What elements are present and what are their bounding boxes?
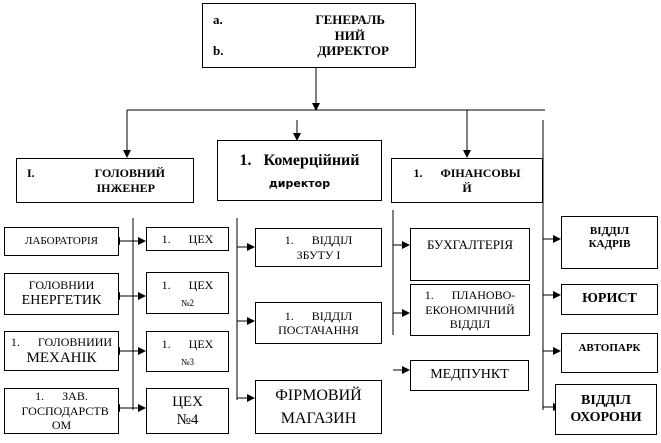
list-marker: 1. [413, 166, 423, 181]
housekeeping-head-box: 1. ЗАВ.ГОСПОДАРСТВ ОМ [4, 388, 119, 434]
brand-store-box: ФІРМОВИЙ МАГАЗИН [255, 380, 382, 434]
box-label: Й [462, 180, 472, 195]
list-marker: b. [213, 43, 224, 59]
commercial-director-box: 1. Комерційний директор [217, 140, 382, 201]
box-label: ФІНАНСОВЫ [440, 166, 521, 181]
box-label: ЮРИСТ [582, 291, 637, 307]
medical-post-box: МЕДПУНКТ [410, 360, 529, 391]
box-label: ЕКОНОМІЧНИЙ ВІДДІЛ [425, 302, 515, 332]
box-label: 1. ЗАВ. [35, 389, 88, 404]
box-label: №2 [180, 298, 195, 309]
box-label: ЛАБОРАТОРІЯ [25, 234, 98, 247]
workshop-3-box: 1. ЦЕХ №3 [146, 331, 229, 372]
box-label: НИЙ [334, 27, 365, 43]
box-label: ЕНЕРГЕТИК [21, 292, 102, 308]
box-label: ВІДДІЛ [581, 392, 631, 408]
box-label: 1. ПЛАНОВО- [424, 288, 516, 303]
box-label: 1. ЦЕХ [161, 278, 214, 292]
laboratory-box: ЛАБОРАТОРІЯ [4, 227, 119, 256]
box-label: 1. ГОЛОВНИИИ [10, 334, 113, 349]
workshop-1-box: 1. ЦЕХ [146, 227, 229, 251]
list-marker: 1. [239, 152, 252, 170]
box-label: ОХОРОНИ [570, 409, 642, 425]
box-label: ЦЕХ [172, 394, 203, 410]
box-label: КАДРІВ [588, 238, 631, 251]
box-label: 1. ЦЕХ [161, 231, 214, 246]
workshop-2-box: 1. ЦЕХ №2 [146, 272, 229, 314]
box-label: 1. ВІДДІЛ [284, 233, 353, 248]
box-label: МЕХАНІК [26, 350, 97, 367]
accounting-box: БУХГАЛТЕРІЯ [410, 228, 530, 281]
box-label: БУХГАЛТЕРІЯ [426, 237, 514, 252]
box-label: ГЕНЕРАЛЬ [315, 12, 385, 28]
box-label: 1. ВІДДІЛ [284, 308, 353, 323]
general-director-box: a. ГЕНЕРАЛЬ НИЙ b. ДИРЕКТОР [202, 3, 416, 68]
box-label: ГОЛОВНИИ [28, 278, 95, 293]
box-label: ІНЖЕНЕР [96, 180, 155, 195]
box-label: директор [268, 176, 331, 190]
planning-economic-box: 1. ПЛАНОВО-ЕКОНОМІЧНИЙ ВІДДІЛ [410, 284, 530, 336]
box-label: Комерційний [263, 152, 360, 170]
box-label: ДИРЕКТОР [317, 43, 389, 59]
box-label: №4 [176, 412, 199, 428]
chief-engineer-box: I. ГОЛОВНИЙ ІНЖЕНЕР [16, 158, 194, 203]
box-label: МЕДПУНКТ [430, 367, 509, 383]
box-label: ФІРМОВИЙ [275, 386, 362, 404]
box-label: МАГАЗИН [280, 410, 357, 427]
list-marker: a. [213, 12, 223, 28]
box-label: ВІДДІЛ [589, 225, 630, 237]
box-label: ГОЛОВНИЙ [94, 166, 165, 181]
box-label: ЗБУТУ І [296, 247, 341, 262]
workshop-4-box: ЦЕХ №4 [146, 388, 229, 434]
list-marker: I. [27, 166, 35, 181]
box-label: 1. ЦЕХ [161, 337, 214, 351]
box-label: ПОСТАЧАННЯ [278, 323, 359, 337]
lawyer-box: ЮРИСТ [561, 284, 658, 315]
vehicle-fleet-box: АВТОПАРК [561, 333, 658, 373]
box-label: №3 [180, 357, 195, 368]
box-label: ГОСПОДАРСТВ ОМ [21, 403, 109, 433]
box-label: АВТОПАРК [578, 342, 641, 354]
financial-box: 1. ФІНАНСОВЫ Й [391, 158, 543, 203]
